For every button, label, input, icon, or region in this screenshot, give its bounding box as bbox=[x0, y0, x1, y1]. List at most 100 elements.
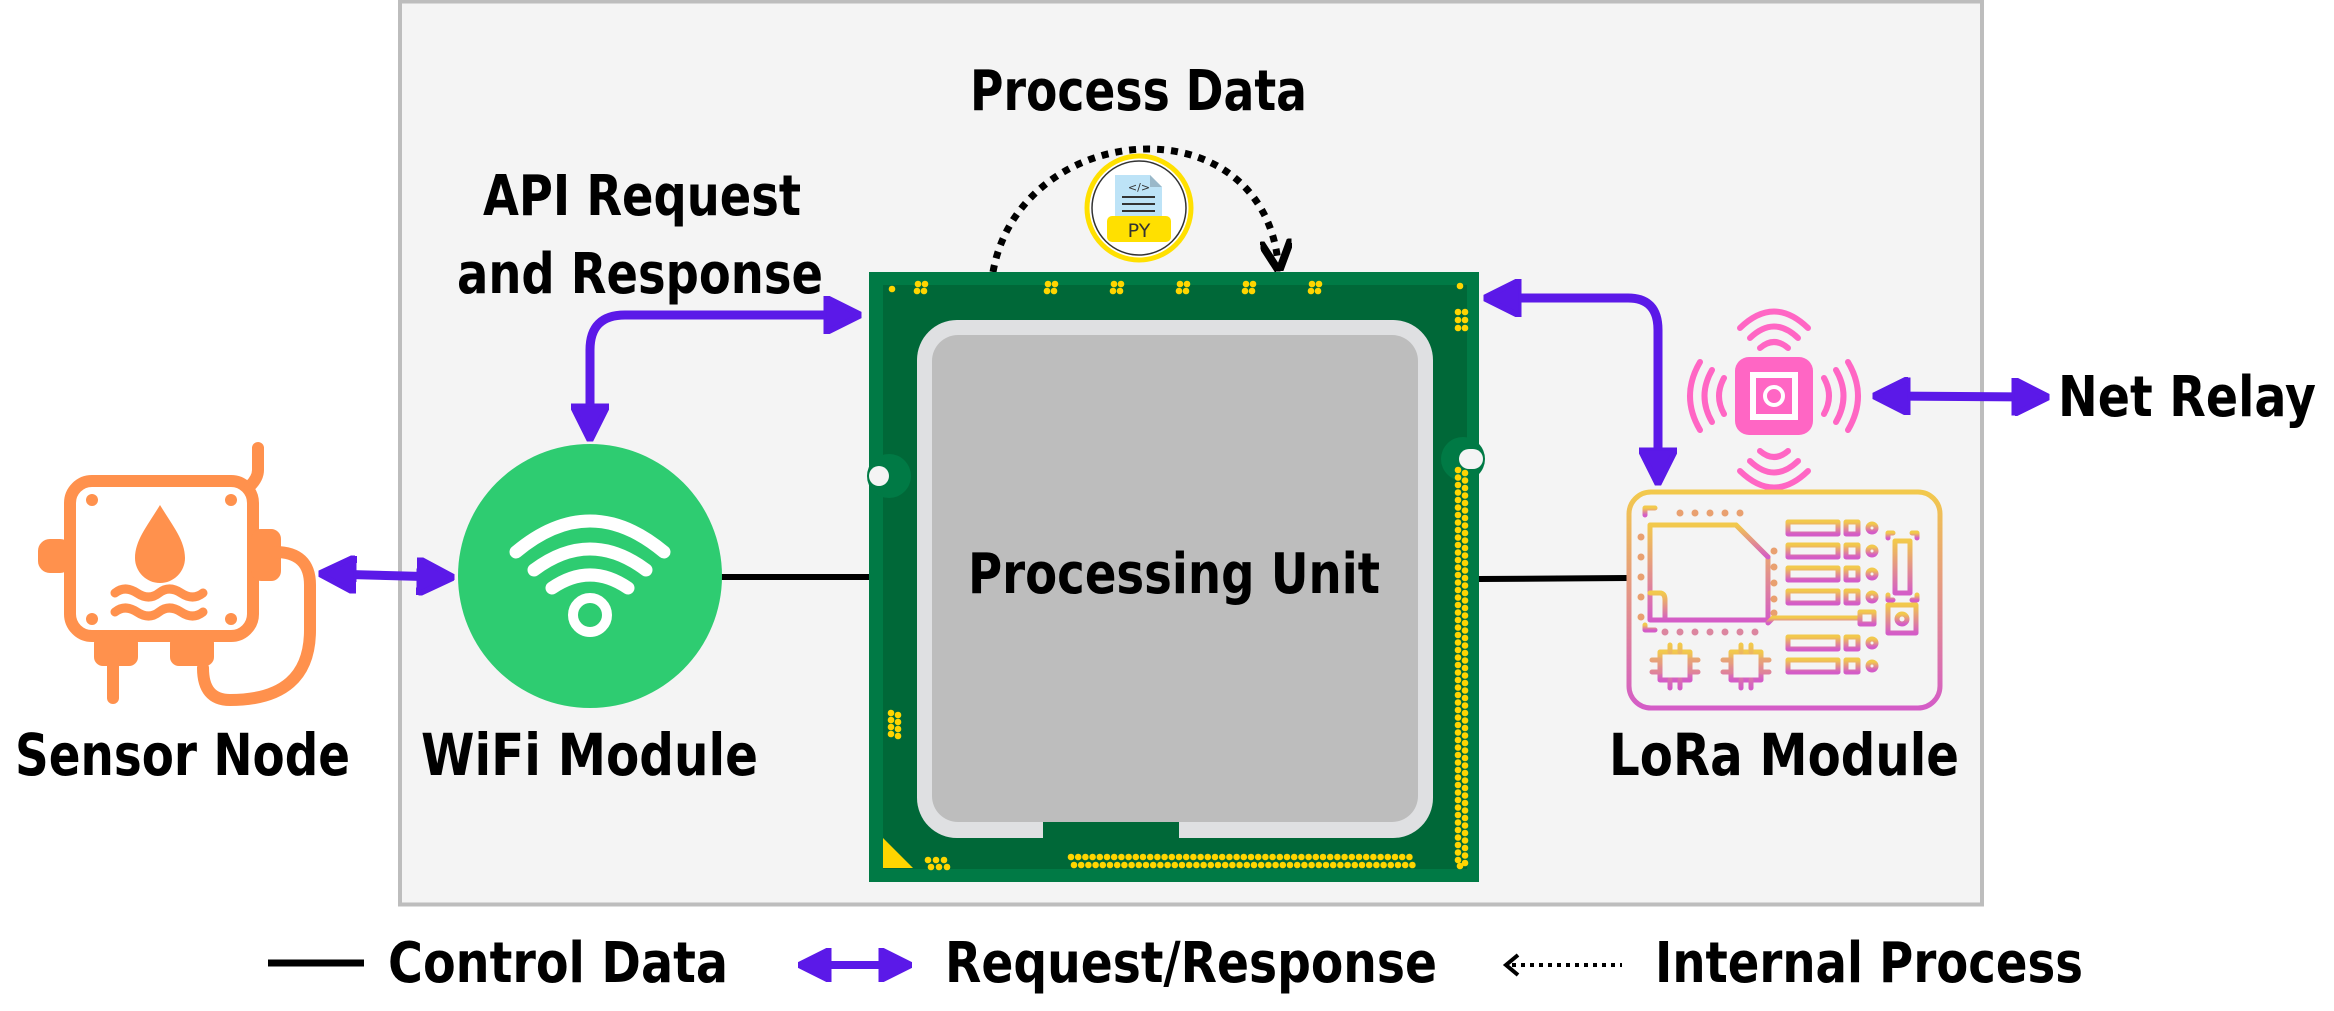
chip-pad bbox=[1384, 853, 1392, 861]
chip-pad bbox=[1454, 691, 1462, 699]
chip-pad bbox=[1391, 853, 1399, 861]
chip-pad bbox=[1454, 676, 1462, 684]
chip-pad bbox=[1398, 853, 1406, 861]
chip-pad bbox=[1242, 280, 1250, 288]
chip-pad bbox=[1454, 736, 1462, 744]
chip-pad bbox=[1110, 853, 1118, 861]
chip-pad bbox=[1454, 489, 1462, 496]
chip-pad bbox=[1454, 631, 1462, 639]
chip-pad bbox=[1454, 804, 1462, 811]
chip-pad bbox=[1157, 861, 1164, 869]
chip-pad bbox=[1348, 853, 1356, 861]
chip-pad bbox=[1461, 762, 1469, 769]
chip-pad bbox=[1461, 574, 1469, 582]
chip-pad bbox=[1461, 612, 1469, 619]
chip-contact-pads bbox=[887, 280, 1469, 871]
chip-pad bbox=[1454, 316, 1462, 324]
chip-pad bbox=[1109, 287, 1117, 295]
chip-pad bbox=[1236, 861, 1243, 869]
chip-pad bbox=[1307, 287, 1315, 295]
chip-pad bbox=[1117, 280, 1125, 288]
legend-request-response-label: Request/Response bbox=[945, 931, 1437, 996]
chip-pad bbox=[1454, 699, 1462, 706]
chip-pad bbox=[1461, 769, 1469, 777]
chip-pad bbox=[932, 856, 940, 864]
chip-pad bbox=[1247, 853, 1255, 861]
chip-pad bbox=[1254, 853, 1262, 861]
chip-pad bbox=[1362, 853, 1370, 861]
chip-pad bbox=[1269, 853, 1276, 861]
chip-pad bbox=[1461, 627, 1469, 634]
chip-pad bbox=[1373, 861, 1380, 869]
chip-pad bbox=[1051, 280, 1059, 288]
chip-pad bbox=[1461, 844, 1469, 852]
circuit-board-icon bbox=[1626, 489, 1943, 711]
chip-pad bbox=[1139, 853, 1147, 861]
chip-pad bbox=[1387, 861, 1395, 869]
chip-pad bbox=[1229, 861, 1236, 869]
chip-pad bbox=[1240, 853, 1248, 861]
chip-pad bbox=[924, 856, 932, 864]
chip-pad bbox=[913, 287, 921, 295]
chip-pad bbox=[1146, 853, 1154, 861]
chip-pad bbox=[1461, 829, 1469, 837]
chip-pad bbox=[1329, 861, 1337, 869]
wifi-module-label: WiFi Module bbox=[421, 721, 758, 789]
chip-pad bbox=[1341, 853, 1348, 861]
chip-pad bbox=[1461, 529, 1469, 537]
chip-pad bbox=[1279, 861, 1287, 869]
chip-pad bbox=[1175, 287, 1183, 295]
chip-pad bbox=[1461, 642, 1469, 649]
chip-pad bbox=[1454, 826, 1462, 834]
chip-pad bbox=[1454, 639, 1462, 646]
chip-pad bbox=[1461, 582, 1469, 589]
chip-pad bbox=[1461, 316, 1469, 324]
chip-pad bbox=[1337, 861, 1344, 869]
chip-pad bbox=[1454, 586, 1462, 594]
chip-pad bbox=[1272, 861, 1279, 869]
chip-pad bbox=[1456, 282, 1464, 290]
chip-pad bbox=[1262, 853, 1269, 861]
chip-pad bbox=[1070, 861, 1078, 869]
chip-pad bbox=[1454, 714, 1462, 721]
api-label-line2: and Response bbox=[457, 242, 823, 307]
chip-pad bbox=[1461, 619, 1469, 627]
chip-pad bbox=[920, 287, 928, 295]
chip-pad bbox=[1293, 861, 1301, 869]
chip-pad bbox=[1454, 669, 1462, 676]
chip-pad bbox=[1118, 853, 1125, 861]
python-code-glyph: </> bbox=[1128, 181, 1150, 194]
chip-pad bbox=[1461, 492, 1469, 499]
chip-pad bbox=[1454, 579, 1462, 586]
chip-pad bbox=[1454, 324, 1462, 332]
chip-pad bbox=[1461, 559, 1469, 567]
chip-pad bbox=[1116, 287, 1124, 295]
chip-pad bbox=[1454, 616, 1462, 624]
chip-pad bbox=[1461, 649, 1469, 657]
cpu-chip-icon bbox=[867, 272, 1485, 882]
chip-pad bbox=[1454, 534, 1462, 541]
chip-pad bbox=[1106, 861, 1114, 869]
chip-pad bbox=[1085, 861, 1092, 869]
chip-pad bbox=[1154, 853, 1161, 861]
chip-pad bbox=[1461, 604, 1469, 612]
chip-pad bbox=[1265, 861, 1272, 869]
chip-pad bbox=[1461, 514, 1469, 522]
chip-pad bbox=[1454, 654, 1462, 661]
chip-pad bbox=[1456, 862, 1464, 870]
legend-internal-process-label: Internal Process bbox=[1655, 931, 2083, 996]
chip-pad bbox=[1183, 280, 1191, 288]
chip-pad bbox=[1276, 853, 1284, 861]
chip-pad bbox=[1257, 861, 1265, 869]
chip-pad bbox=[1454, 721, 1462, 729]
chip-pad bbox=[1164, 861, 1171, 869]
chip-pad bbox=[1248, 287, 1256, 295]
chip-pad bbox=[1305, 853, 1312, 861]
arrow-radio-relay bbox=[1884, 396, 2038, 397]
chip-pad bbox=[935, 863, 943, 871]
chip-pad bbox=[1454, 729, 1462, 736]
chip-pad bbox=[1461, 754, 1469, 762]
chip-pad bbox=[1128, 861, 1135, 869]
chip-pad bbox=[894, 718, 902, 726]
